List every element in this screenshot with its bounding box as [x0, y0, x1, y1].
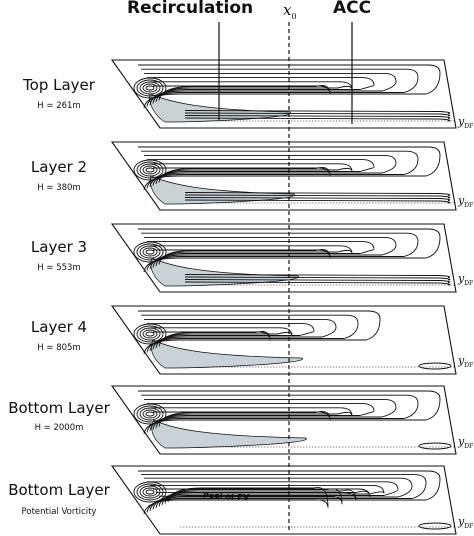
boundary-eddy [418, 442, 452, 450]
acc-jet-line [184, 279, 451, 283]
vortex-contour [142, 247, 158, 257]
vortex-contour [145, 85, 155, 91]
vortex-contour [142, 329, 158, 339]
vortex-contour [139, 407, 161, 421]
boundary-eddy [418, 522, 452, 530]
panel-frame [110, 223, 457, 293]
ydf-label-5: yDF [458, 435, 474, 451]
layer-name-bottom: Bottom Layer [8, 399, 110, 417]
acc-jet-line [184, 197, 451, 201]
vortex-contour [133, 159, 167, 181]
recirculation-region [149, 93, 291, 123]
panel-frame [110, 385, 457, 455]
layer-name-pv: Bottom Layer [8, 481, 110, 499]
vortex-contour [133, 403, 167, 425]
recirculation-label: Recirculation [127, 0, 254, 18]
vortex-contour [136, 243, 164, 261]
contour-line [153, 85, 331, 101]
acc-jet-line [184, 117, 451, 122]
vortex-contour [133, 241, 167, 263]
layer-depth-3: H = 553m [37, 263, 81, 273]
vortex-contour [133, 323, 167, 345]
contour-line [150, 245, 353, 267]
vortex-contour [136, 161, 164, 179]
contour-line [153, 331, 271, 347]
boundary-eddy [418, 362, 452, 370]
layer-depth-bottom: H = 2000m [34, 423, 84, 433]
acc-jet-line [184, 192, 451, 196]
ydf-label-2: yDF [458, 194, 474, 210]
panel-frame [110, 59, 457, 129]
contour-line [150, 81, 353, 103]
panel-frame [110, 141, 457, 211]
ydf-label-1: yDF [458, 115, 474, 131]
vortex-contour [139, 163, 161, 177]
panel-frame [110, 305, 457, 375]
contour-line [153, 411, 331, 427]
contour-line [147, 481, 399, 510]
layer-name-3: Layer 3 [30, 238, 88, 256]
contour-line [153, 167, 331, 183]
recirculation-region [149, 175, 295, 205]
recirculation-region [151, 339, 303, 369]
layer-depth-top: H = 261m [37, 101, 81, 111]
vortex-contour [145, 411, 155, 417]
panel-frame [110, 465, 457, 535]
layer-name-top: Top Layer [23, 76, 95, 94]
contour-line [153, 249, 331, 265]
recirculation-region [151, 419, 307, 449]
vortex-contour [145, 249, 155, 255]
acc-jet-line [184, 274, 451, 278]
vortex-contour [145, 331, 155, 337]
vortex-contour [142, 83, 158, 93]
vortex-contour [139, 327, 161, 341]
contour-line [162, 486, 329, 508]
vortex-contour [136, 79, 164, 97]
vortex-contour [136, 325, 164, 343]
vortex-contour [142, 409, 158, 419]
ydf-label-3: yDF [458, 272, 474, 288]
layer-name-4: Layer 4 [30, 318, 88, 336]
acc-jet-line [184, 115, 451, 119]
vortex-contour [145, 489, 155, 495]
vortex-contour [133, 481, 167, 503]
vortex-contour [139, 81, 161, 95]
vortex-contour [142, 487, 158, 497]
vortex-contour [145, 167, 155, 173]
x0-label: x0 [283, 1, 297, 21]
contour-line [150, 163, 353, 185]
vortex-contour [136, 483, 164, 501]
vortex-contour [142, 165, 158, 175]
acc-jet-line [184, 112, 451, 117]
layer-depth-4: H = 805m [37, 343, 81, 353]
layer-depth-2: H = 380m [37, 183, 81, 193]
acc-jet-line [184, 276, 451, 281]
layer-sub-pv: Potential Vorticity [21, 507, 97, 517]
vortex-contour [136, 405, 164, 423]
vortex-contour [139, 485, 161, 499]
ydf-label-6: yDF [458, 515, 474, 531]
vortex-contour [139, 245, 161, 259]
ydf-label-4: yDF [458, 354, 474, 370]
recirculation-region [150, 257, 299, 287]
acc-jet-line [184, 110, 451, 114]
contour-line [144, 477, 413, 512]
acc-jet-line [184, 194, 451, 199]
layer-name-2: Layer 2 [30, 158, 88, 176]
acc-jet-line [184, 281, 451, 286]
vortex-contour [133, 77, 167, 99]
acc-label: ACC [333, 0, 372, 18]
contour-line [150, 407, 353, 429]
acc-jet-line [184, 199, 451, 204]
